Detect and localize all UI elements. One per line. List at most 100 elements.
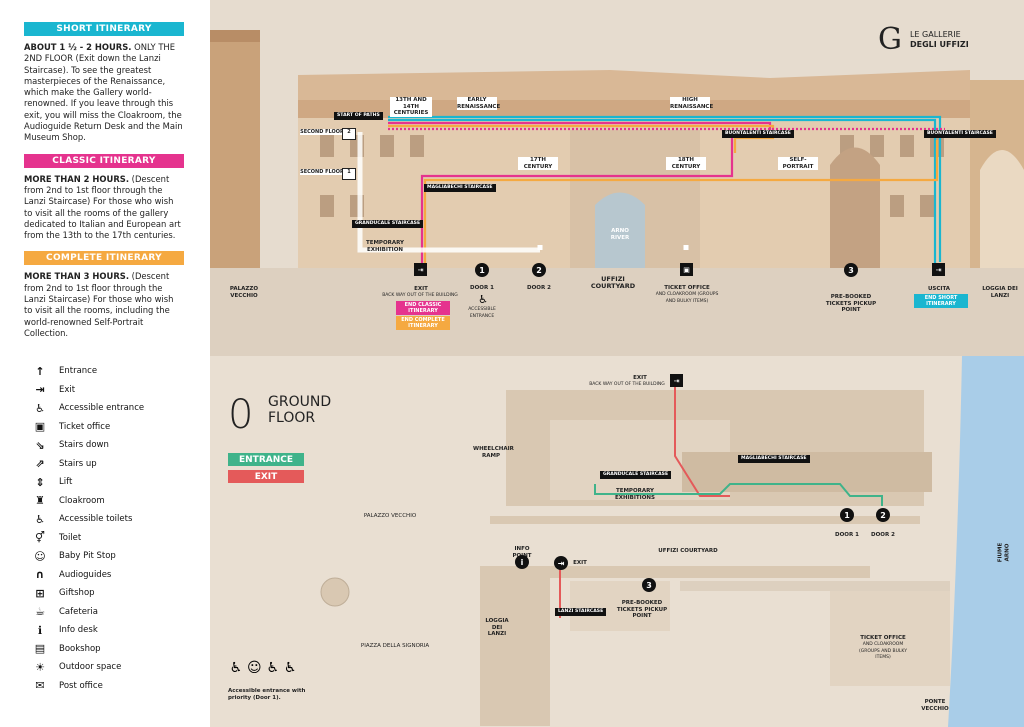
legend-item: ⇘ Stairs down bbox=[32, 436, 202, 455]
uffizi-courtyard-label: UFFIZI COURTYARD bbox=[590, 275, 636, 290]
door-2-label: DOOR 2 bbox=[527, 285, 551, 291]
legend-label: Cloakroom bbox=[59, 495, 105, 506]
legend-item: ⇥ Exit bbox=[32, 381, 202, 400]
stairs-up-icon: ⇗ bbox=[35, 457, 45, 471]
label-early-renaissance: EARLY RENAISSANCE bbox=[457, 97, 501, 110]
label-17th-century: 17TH CENTURY bbox=[518, 157, 558, 170]
post-office-icon: ✉ bbox=[35, 679, 45, 693]
end-classic-itinerary-tag: END CLASSIC ITINERARY bbox=[396, 301, 450, 315]
floor-2-marker: 2 bbox=[342, 128, 356, 140]
wheelchair-ramp-label: WHEELCHAIR RAMP bbox=[473, 446, 514, 459]
info-desk-icon: i bbox=[515, 555, 529, 569]
audioguides-icon: ∩ bbox=[35, 568, 45, 582]
entrance-key: ENTRANCE bbox=[228, 453, 304, 466]
legend-label: Accessible entrance bbox=[59, 403, 145, 414]
first-floor-tag: SECOND FLOOR bbox=[300, 169, 344, 175]
complete-itinerary-text: MORE THAN 3 HOURS. (Descent from 2nd to … bbox=[24, 271, 174, 338]
legend-label: Toilet bbox=[59, 532, 82, 543]
legend-item: ♜ Cloakroom bbox=[32, 492, 202, 511]
legend-label: Stairs down bbox=[59, 440, 109, 451]
back-exit-sublabel: BACK WAY OUT OF THE BUILDING bbox=[589, 382, 665, 387]
door-2-marker: 2 bbox=[532, 263, 546, 277]
legend-item: ⊞ Giftshop bbox=[32, 584, 202, 603]
legend-label: Bookshop bbox=[59, 643, 101, 654]
legend-item: ☺Baby Pit Stop bbox=[32, 547, 202, 566]
ticket-office-ground-label: TICKET OFFICE bbox=[860, 635, 906, 641]
short-itinerary-header: SHORT ITINERARY bbox=[24, 22, 184, 36]
outdoor-space-icon: ☀ bbox=[35, 660, 45, 674]
bookshop-icon: ▤ bbox=[34, 642, 46, 656]
end-short-itinerary-tag: END SHORT ITINERARY bbox=[914, 294, 968, 308]
granducale-staircase-tag: GRANDUCALE STAIRCASE bbox=[352, 220, 424, 228]
exit-label: EXIT bbox=[414, 286, 428, 292]
info-desk-icon: ℹ bbox=[37, 623, 43, 637]
legend-label: Exit bbox=[59, 384, 76, 395]
ponte-vecchio-label: PONTE VECCHIO bbox=[921, 699, 949, 712]
legend-label: Giftshop bbox=[59, 588, 95, 599]
uscita-label: USCITA bbox=[927, 286, 951, 292]
toilet-icon: ⚥ bbox=[35, 531, 45, 545]
pre-booked-ground-label: PRE-BOOKED TICKETS PICKUP POINT bbox=[616, 600, 668, 619]
ticket-office-label: TICKET OFFICE bbox=[664, 285, 710, 291]
stairs-down-icon: ⇘ bbox=[35, 438, 45, 452]
fiume-arno-label: FIUME ARNO bbox=[997, 542, 1011, 563]
pre-booked-pickup-label: PRE-BOOKED TICKETS PICKUP POINT bbox=[825, 294, 877, 313]
ground-floor-plan-illustration bbox=[210, 356, 1024, 727]
accessible-entrance-icon: ♿ bbox=[35, 401, 45, 415]
exit-icon: ⇥ bbox=[35, 383, 45, 397]
arno-river-label: ARNO RIVER bbox=[610, 228, 630, 241]
giftshop-icon: ⊞ bbox=[35, 586, 45, 600]
legend-item: ⇕Lift bbox=[32, 473, 202, 492]
legend-item: ↑ Entrance bbox=[32, 362, 202, 381]
lanzi-staircase-ground-tag: LANZI STAIRCASE bbox=[555, 608, 607, 616]
back-exit-label: EXIT bbox=[633, 375, 647, 381]
door-1-ground-label: DOOR 1 bbox=[835, 532, 859, 538]
pickup-point-ground-marker: 3 bbox=[642, 578, 656, 592]
door-1-label: DOOR 1 bbox=[470, 285, 494, 291]
legend-item: ℹ Info desk bbox=[32, 621, 202, 640]
legend-item: ♿ Accessible toilets bbox=[32, 510, 202, 529]
magliabechi-staircase-tag: MAGLIABECHI STAIRCASE bbox=[424, 184, 496, 192]
granducale-staircase-ground-tag: GRANDUCALE STAIRCASE bbox=[600, 471, 672, 479]
back-exit-icon: ⇥ bbox=[670, 374, 683, 387]
door-2-ground-marker: 2 bbox=[876, 508, 890, 522]
legend-item: ☕Cafeteria bbox=[32, 603, 202, 622]
buontalenti-staircase-tag-2: BUONTALENTI STAIRCASE bbox=[924, 130, 996, 138]
accessible-toilets-icon: ♿ bbox=[35, 512, 45, 526]
accessible-priority-note: Accessible entrance with priority (Door … bbox=[228, 688, 306, 701]
legend-item: ♿ Accessible entrance bbox=[32, 399, 202, 418]
uffizi-courtyard-ground-label: UFFIZI COURTYARD bbox=[658, 548, 718, 554]
baby-pit-stop-icon: ☺ bbox=[34, 549, 46, 563]
legend-item: ✉Post office bbox=[32, 677, 202, 696]
door-2-ground-label: DOOR 2 bbox=[871, 532, 895, 538]
label-self-portrait: SELF-PORTRAIT bbox=[778, 157, 818, 170]
legend-item: ⚥ Toilet bbox=[32, 529, 202, 548]
accessible-entrance-label: ACCESSIBLE ENTRANCE bbox=[468, 307, 496, 319]
legend-label: Info desk bbox=[59, 625, 98, 636]
complete-itinerary-header: COMPLETE ITINERARY bbox=[24, 251, 184, 266]
legend: ↑Entrance⇥Exit♿Accessible entrance▣Ticke… bbox=[32, 362, 202, 695]
floor-1-marker: 1 bbox=[342, 168, 356, 180]
entrance-icon: ↑ bbox=[35, 364, 45, 378]
legend-item: ☀Outdoor space bbox=[32, 658, 202, 677]
second-floor-tag: SECOND FLOOR bbox=[300, 129, 344, 135]
start-of-paths-tag: START OF PATHS bbox=[334, 112, 383, 120]
accessible-priority-icons: ♿ ☺ ♿ ♿ bbox=[229, 660, 297, 676]
legend-item: ⇗Stairs up bbox=[32, 455, 202, 474]
label-high-renaissance: HIGH RENAISSANCE bbox=[670, 97, 714, 110]
building-illustration bbox=[210, 0, 1024, 356]
uffizi-logo-mark: G bbox=[878, 22, 902, 57]
ticket-office-icon: ▣ bbox=[34, 420, 46, 434]
lift-icon: ⇕ bbox=[35, 475, 45, 489]
uscita-exit-icon: ⇥ bbox=[932, 263, 945, 276]
door-1-ground-marker: 1 bbox=[840, 508, 854, 522]
legend-label: Entrance bbox=[59, 366, 98, 377]
loggia-dei-lanzi-ground-label: LOGGIA DEI LANZI bbox=[485, 618, 509, 637]
palazzo-vecchio-ground-label: PALAZZO VECCHIO bbox=[363, 513, 417, 519]
classic-itinerary-header: CLASSIC ITINERARY bbox=[24, 153, 184, 168]
magliabechi-staircase-ground-tag: MAGLIABECHI STAIRCASE bbox=[738, 455, 810, 463]
legend-label: Accessible toilets bbox=[59, 514, 133, 525]
cloakroom-icon: ♜ bbox=[35, 494, 45, 508]
